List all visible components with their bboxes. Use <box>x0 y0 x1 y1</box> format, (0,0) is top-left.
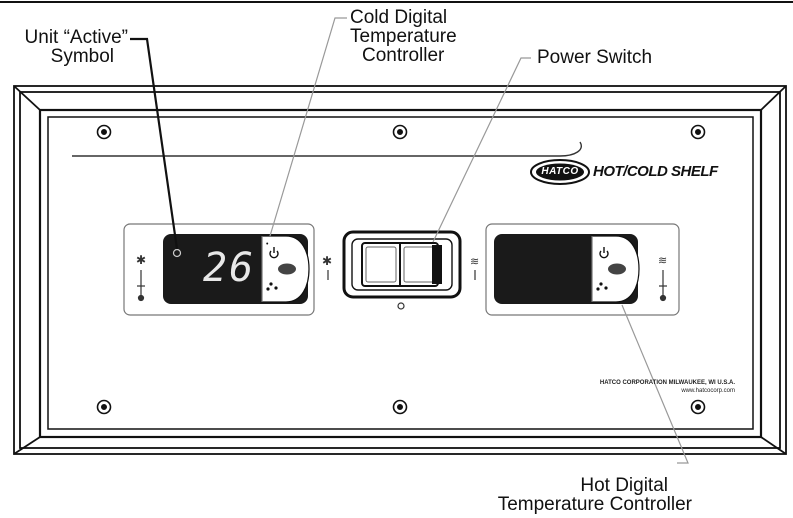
callout-cold-line2: Temperature <box>350 26 457 47</box>
manufacturer-line2: www.hatcocorp.com <box>681 388 735 394</box>
screw-icon <box>96 124 112 140</box>
set-button <box>278 263 296 275</box>
leader-lines <box>130 17 689 464</box>
screw-icon <box>96 399 112 415</box>
leader-hot-controller <box>621 304 689 464</box>
screw-icon <box>690 399 706 415</box>
screw-icon <box>392 124 408 140</box>
snowflake-icon: ✱ <box>322 254 332 268</box>
cold-thermometer-icon: ✱ <box>136 253 146 302</box>
callout-hot-controller: Hot Digital Temperature Controller <box>420 475 692 514</box>
screw-icon <box>690 124 706 140</box>
callout-power-switch: Power Switch <box>537 47 653 68</box>
callout-unit-active-line2: Symbol <box>50 46 114 67</box>
leader-cold-controller <box>269 17 347 237</box>
cold-controller: • <box>123 223 315 316</box>
callout-unit-active-line1: Unit “Active” <box>24 27 128 48</box>
callout-cold-line1: Cold Digital <box>350 7 448 28</box>
screw-icon <box>392 399 408 415</box>
set-button <box>608 263 626 275</box>
callout-hot-line2: Temperature Controller <box>497 494 692 515</box>
power-icon <box>599 247 609 259</box>
callout-hot-line1: Hot Digital <box>580 475 668 496</box>
callout-cold-controller: Cold Digital Temperature Controller <box>350 8 457 65</box>
defrost-icon <box>266 282 278 291</box>
cold-temperature-display: 26 <box>203 245 256 291</box>
panel-screws <box>96 124 706 415</box>
heat-waves-icon: ≋ <box>470 256 479 268</box>
manufacturer-line1: HATCO CORPORATION MILWAUKEE, WI U.S.A. <box>599 380 735 386</box>
callout-cold-line3: Controller <box>362 45 445 66</box>
manufacturer-info: HATCO CORPORATION MILWAUKEE, WI U.S.A. w… <box>520 379 735 395</box>
leader-unit-active <box>130 37 179 250</box>
power-switch[interactable] <box>342 230 462 299</box>
unit-active-symbol <box>172 248 182 258</box>
power-icon <box>269 247 279 259</box>
cabinet-frame <box>13 85 787 455</box>
callout-unit-active: Unit “Active” Symbol <box>0 28 128 66</box>
brand-product-name: HOT/COLD SHELF <box>593 163 718 180</box>
panel-swoosh <box>72 141 582 157</box>
svg-text:•: • <box>266 241 269 248</box>
brand-logo <box>530 159 590 185</box>
defrost-icon <box>596 282 608 291</box>
snowflake-icon: ✱ <box>136 253 146 267</box>
hot-thermometer-icon: ≋ <box>658 255 667 302</box>
brand-logo-text: HATCO <box>541 166 579 177</box>
hot-controller <box>485 223 680 316</box>
leader-power-switch <box>432 57 531 243</box>
heat-waves-icon: ≋ <box>658 255 667 267</box>
indicator-light <box>397 302 405 310</box>
